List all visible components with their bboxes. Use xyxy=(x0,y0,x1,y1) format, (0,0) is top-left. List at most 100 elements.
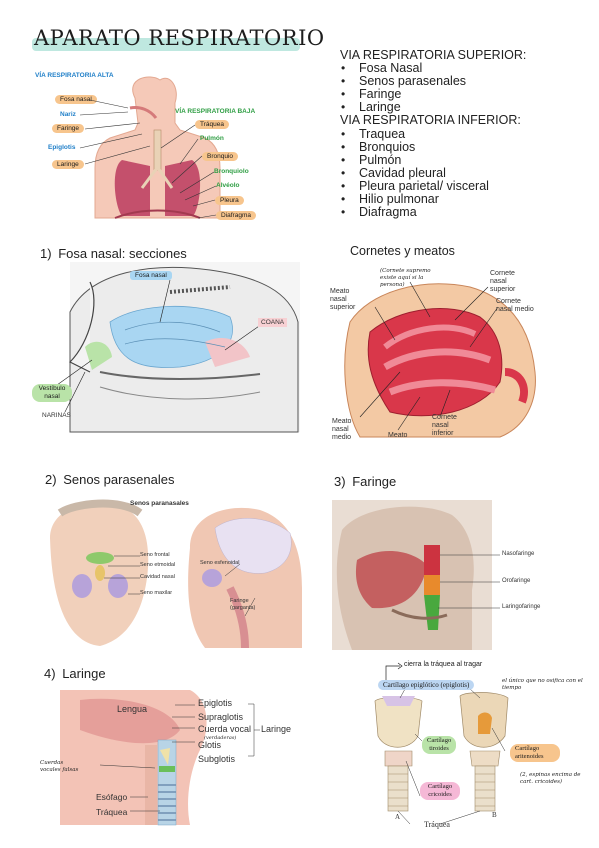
list-item: Faringe xyxy=(340,88,580,102)
label-nariz: Nariz xyxy=(60,111,76,118)
nasal-section-figure: Fosa nasal COANA Vestíbulo nasal NARINAS xyxy=(30,262,300,433)
label-seno-esfenoidal: Seno esfenoidal xyxy=(200,560,240,566)
label-seno-maxilar: Seno maxilar xyxy=(140,590,173,596)
label-vestibulo: Vestíbulo nasal xyxy=(32,384,72,402)
section-title: Senos parasenales xyxy=(63,472,175,487)
label-esofago: Esófago xyxy=(96,792,128,802)
label-meato-medio: Meato nasal medio xyxy=(332,418,352,441)
label-epiglotis: Epiglotis xyxy=(48,144,76,151)
label-cuerdas-falsas: Cuerdas vocales falsas xyxy=(40,760,79,773)
label-lengua: Lengua xyxy=(117,704,148,714)
label-pleura: Pleura xyxy=(215,196,244,205)
section-4-heading: 4) Laringe xyxy=(40,665,106,682)
list-item: Diafragma xyxy=(340,206,580,220)
section-number: 1) xyxy=(40,246,52,261)
superior-list: Fosa Nasal Senos parasenales Faringe Lar… xyxy=(340,61,580,114)
label-laringofaringe: Laringofaringe xyxy=(502,604,541,610)
label-epiglotis: Epiglotis xyxy=(198,698,233,708)
label-cartilago-cricoides: Cartílago cricoides xyxy=(420,782,460,800)
pointer-lines xyxy=(79,99,217,219)
label-cartilago-aritenoides: Cartílago aritenoides xyxy=(510,744,560,762)
cornetes-figure: (Cornete supremo existe aquí si la perso… xyxy=(330,262,565,447)
label-meato-superior: Meato nasal superior xyxy=(330,288,356,311)
aritenoides-note: (2, espinas encima de cart. cricoides) xyxy=(520,772,581,785)
label-cornete-superior: Cornete nasal superior xyxy=(490,270,516,293)
label-faringe-garganta: Faringe (garganta) xyxy=(230,598,256,611)
label-a: A xyxy=(395,813,401,821)
label-seno-etmoidal: Seno etmoidal xyxy=(140,562,176,568)
larynx-figure: Lengua Epiglotis Supraglotis Cuerda voca… xyxy=(40,690,330,826)
cornete-supremo-note: (Cornete supremo existe aquí si la perso… xyxy=(380,268,431,288)
label-fosa: Fosa nasal xyxy=(130,271,172,280)
label-b: B xyxy=(492,811,497,819)
inferior-header: VIA RESPIRATORIA INFERIOR: xyxy=(340,113,521,128)
label-cartilago-epiglotico: Cartílago epiglótico (epiglotis) xyxy=(378,680,475,690)
list-item: Bronquios xyxy=(340,140,580,154)
epiglottis-ossify-note: el único que no osifica con el tiempo xyxy=(502,678,583,691)
inferior-list: Traquea Bronquios Pulmón Cavidad pleural… xyxy=(340,127,580,220)
label-cornete-inferior: Cornete nasal inferior xyxy=(432,414,457,437)
section-3-heading: 3) Faringe xyxy=(330,473,397,490)
section-title: Fosa nasal: secciones xyxy=(58,246,187,261)
label-meato: Meato xyxy=(388,432,408,439)
section-title: Laringe xyxy=(62,666,106,681)
sinuses-caption: Senos paranasales xyxy=(130,500,189,507)
label-subglotis: Subglotis xyxy=(198,754,236,764)
larynx-drawing xyxy=(60,690,260,826)
label-traquea-cart: Tráquea xyxy=(424,820,450,829)
sinuses-drawing xyxy=(50,499,302,649)
upper-airway-header: VÍA RESPIRATORIA ALTA xyxy=(35,72,114,79)
label-laringe-bracket: Laringe xyxy=(261,724,292,734)
epiglottis-closing-note: cierra la tráquea al tragar xyxy=(404,661,483,668)
section-number: 3) xyxy=(334,474,346,489)
list-item: Pleura parietal/ visceral xyxy=(340,179,580,193)
label-fosa-nasal: Fosa nasal xyxy=(55,95,97,104)
label-cavidad-nasal: Cavidad nasal xyxy=(140,574,175,580)
section-number: 2) xyxy=(45,472,57,487)
label-traquea: Tráquea xyxy=(195,120,229,129)
respiratory-diagram: VÍA RESPIRATORIA ALTA VÍA RESPIRATORIA B… xyxy=(30,68,280,228)
label-cuerda-vocal: Cuerda vocal xyxy=(198,724,252,734)
lower-airway-header: VÍA RESPIRATORIA BAJA xyxy=(175,108,256,115)
list-item: Traquea xyxy=(340,127,580,141)
label-glotis: Glotis xyxy=(198,740,222,750)
respiratory-figure xyxy=(94,76,221,219)
label-pulmon: Pulmón xyxy=(200,135,224,142)
sinuses-figure: Senos paranasales Seno frontal Seno etmo… xyxy=(40,498,305,649)
section-title: Faringe xyxy=(352,474,397,489)
label-narinas: NARINAS xyxy=(42,412,71,419)
airway-list: VIA RESPIRATORIA SUPERIOR: Fosa Nasal Se… xyxy=(340,48,580,220)
section-2-heading: 2) Senos parasenales xyxy=(41,471,175,488)
cornetes-heading: Cornetes y meatos xyxy=(350,244,455,258)
section-number: 4) xyxy=(44,666,56,681)
label-cornete-medio: Cornete nasal medio xyxy=(496,298,534,313)
cornetes-drawing xyxy=(344,281,536,438)
list-item: Hilio pulmonar xyxy=(340,192,580,206)
label-cartilago-tiroides: Cartílago tiroides xyxy=(422,736,456,754)
label-bronquio: Bronquio xyxy=(202,152,239,161)
pharynx-drawing xyxy=(332,500,500,650)
list-item: Cavidad pleural xyxy=(340,166,580,180)
section-1-heading: 1) Fosa nasal: secciones xyxy=(36,245,187,262)
label-diafragma: Diafragma xyxy=(216,211,256,220)
page-title: APARATO RESPIRATORIO xyxy=(34,26,325,50)
label-coana: COANA xyxy=(258,318,288,327)
label-alveolo: Alvéolo xyxy=(216,182,240,189)
label-laringe: Laringe xyxy=(52,160,84,169)
cartilages-figure: cierra la tráquea al tragar Cartílago ep… xyxy=(360,656,590,836)
list-item: Pulmón xyxy=(340,153,580,167)
label-cuerda-verdaderas: (verdaderas) xyxy=(204,735,237,741)
label-seno-frontal: Seno frontal xyxy=(140,552,170,558)
label-bronquiolo: Bronquiolo xyxy=(214,168,249,175)
cartilages-drawing xyxy=(374,662,509,825)
label-orofaringe: Orofaringe xyxy=(502,578,531,584)
pharynx-figure: Nasofaringe Orofaringe Laringofaringe xyxy=(332,500,572,650)
list-item: Fosa Nasal xyxy=(340,61,580,75)
label-supraglotis: Supraglotis xyxy=(198,712,244,722)
nasal-drawing xyxy=(49,262,300,433)
superior-header: VIA RESPIRATORIA SUPERIOR: xyxy=(340,48,527,62)
label-traquea: Tráquea xyxy=(96,807,128,817)
label-nasofaringe: Nasofaringe xyxy=(502,551,535,557)
title-highlight xyxy=(32,38,300,51)
list-item: Senos parasenales xyxy=(340,75,580,89)
